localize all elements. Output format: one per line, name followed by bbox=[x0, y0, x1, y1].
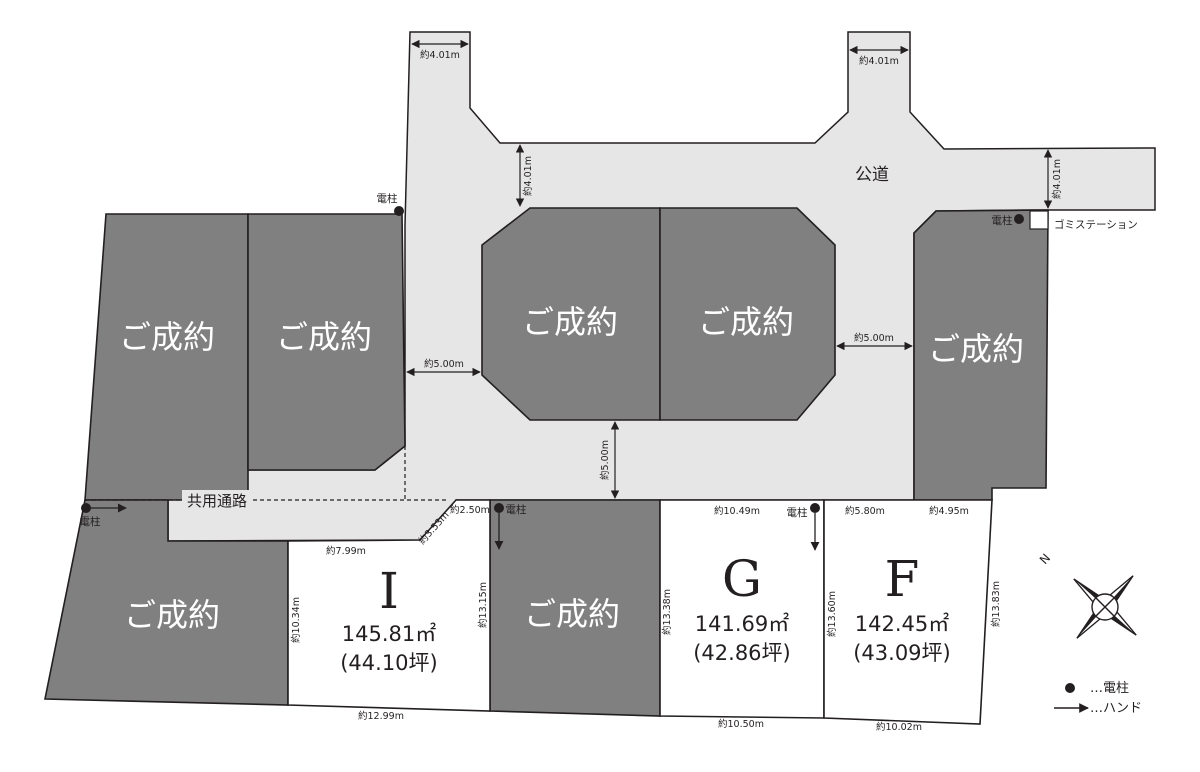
dim-i-top: 約7.99m bbox=[326, 545, 366, 557]
lot-g-area-m2: 141.69㎡ bbox=[695, 612, 789, 636]
dim-road-east-5: 約5.00m bbox=[854, 332, 894, 344]
dim-i-right: 約13.15m bbox=[477, 582, 489, 628]
dim-road-right: 約4.01m bbox=[859, 55, 899, 67]
lot-g-letter: G bbox=[722, 550, 762, 608]
parcel-sold-east bbox=[913, 209, 1049, 501]
compass-north-label: N bbox=[1037, 551, 1053, 567]
dim-road-east: 約4.01m bbox=[1051, 159, 1063, 199]
parcel-sold-nw-a bbox=[84, 213, 249, 501]
parcel-sold-nw-b bbox=[247, 213, 406, 471]
dim-g-top: 約10.49m bbox=[714, 505, 760, 517]
dim-road-west-5: 約5.00m bbox=[424, 358, 464, 370]
svg-text:電柱: 電柱 bbox=[787, 506, 808, 519]
svg-text:電柱: 電柱 bbox=[506, 503, 527, 516]
public-road-label: 公道 bbox=[855, 165, 889, 185]
parcel-sold-center-b bbox=[659, 207, 836, 421]
utility-pole-sw: 電柱 bbox=[80, 503, 127, 528]
dim-f-right: 約13.83m bbox=[990, 581, 1002, 627]
svg-text:電柱: 電柱 bbox=[992, 214, 1013, 227]
dim-f-top-b: 約4.95m bbox=[929, 505, 969, 517]
legend-hand-text: …ハンド bbox=[1090, 701, 1142, 716]
dimension-arrows bbox=[406, 39, 1053, 499]
sold-label-center-b: ご成約 bbox=[698, 303, 794, 341]
sold-label-center-a: ご成約 bbox=[522, 303, 618, 341]
legend-pole-text: …電柱 bbox=[1090, 681, 1129, 696]
utility-pole-nw: 電柱 bbox=[377, 192, 404, 216]
svg-text:電柱: 電柱 bbox=[377, 192, 398, 205]
lot-i[interactable] bbox=[287, 499, 491, 712]
legend: …電柱 …ハンド bbox=[1054, 681, 1142, 716]
lot-f-letter: F bbox=[885, 550, 920, 608]
dim-road-left: 約4.01m bbox=[420, 49, 460, 61]
dim-road-inner: 約4.01m bbox=[522, 156, 534, 196]
dim-i-corner-a: 約2.50m bbox=[450, 504, 490, 516]
dim-f-left: 約13.60m bbox=[826, 591, 838, 637]
sold-label-sw: ご成約 bbox=[124, 596, 220, 634]
lot-f-area-tsubo: (43.09坪) bbox=[853, 641, 951, 665]
garbage-station-label: ゴミステーション bbox=[1054, 218, 1138, 231]
lot-g[interactable] bbox=[659, 499, 825, 719]
dim-bottom-left: 約12.99m bbox=[358, 710, 404, 722]
sold-label-nw-a: ご成約 bbox=[119, 318, 215, 356]
sold-label-south-mid: ご成約 bbox=[524, 595, 620, 633]
garbage-station-box bbox=[1029, 210, 1049, 230]
sold-label-east: ご成約 bbox=[928, 330, 1024, 368]
lot-i-area-m2: 145.81㎡ bbox=[342, 622, 436, 646]
lot-i-area-tsubo: (44.10坪) bbox=[340, 651, 438, 675]
lot-g-area-tsubo: (42.86坪) bbox=[693, 641, 791, 665]
dim-f-bottom: 約10.02m bbox=[876, 721, 922, 733]
dim-g-left: 約13.38m bbox=[661, 589, 673, 635]
dim-f-top-a: 約5.80m bbox=[845, 505, 885, 517]
sold-parcels bbox=[44, 207, 1049, 717]
utility-pole-lot-i: 電柱 bbox=[494, 503, 527, 550]
utility-pole-ne: 電柱 bbox=[992, 214, 1024, 227]
legend-pole-icon bbox=[1065, 683, 1075, 693]
compass-icon: N bbox=[1037, 551, 1137, 639]
shared-path-label: 共用通路 bbox=[187, 492, 247, 510]
lot-f-area-m2: 142.45㎡ bbox=[855, 612, 949, 636]
sold-label-nw-b: ご成約 bbox=[276, 318, 372, 356]
dim-i-left: 約10.34m bbox=[290, 597, 302, 643]
dim-g-bottom: 約10.50m bbox=[718, 718, 764, 730]
svg-text:電柱: 電柱 bbox=[80, 515, 101, 528]
lot-f[interactable] bbox=[823, 499, 993, 725]
utility-pole-lot-g: 電柱 bbox=[787, 503, 820, 551]
lot-i-letter: I bbox=[379, 562, 399, 620]
dim-road-south-5: 約5.00m bbox=[599, 440, 611, 480]
